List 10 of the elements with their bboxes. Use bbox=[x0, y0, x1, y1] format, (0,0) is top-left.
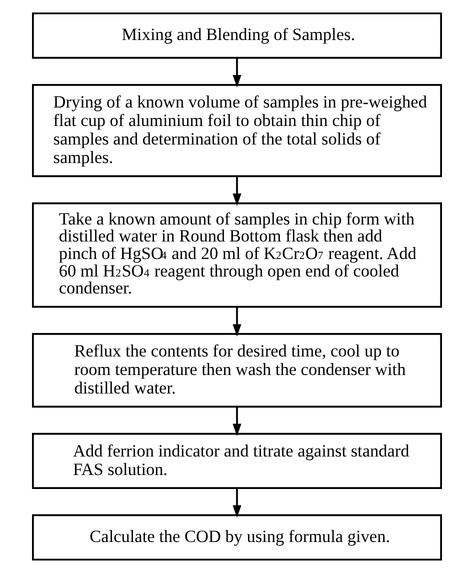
arrow bbox=[232, 176, 242, 206]
arrow bbox=[232, 307, 242, 337]
node-box: Drying of a known volume of samples in pre-weighed flat cup of aluminium foil to obtain thin chip of samples and determination of the total solids of samples. bbox=[32, 84, 442, 178]
node-box: Calculate the COD by using formula given. bbox=[32, 514, 442, 561]
node-box: Reflux the contents for desired time, cool up to room temperature then wash the condenser with distilled water. bbox=[32, 333, 442, 408]
arrow bbox=[232, 58, 242, 88]
node-box: Add ferrion indicator and titrate against standard FAS solution. bbox=[32, 432, 442, 490]
arrow bbox=[232, 406, 242, 436]
node-box: Mixing and Blending of Samples. bbox=[32, 12, 442, 59]
arrow bbox=[232, 488, 242, 518]
